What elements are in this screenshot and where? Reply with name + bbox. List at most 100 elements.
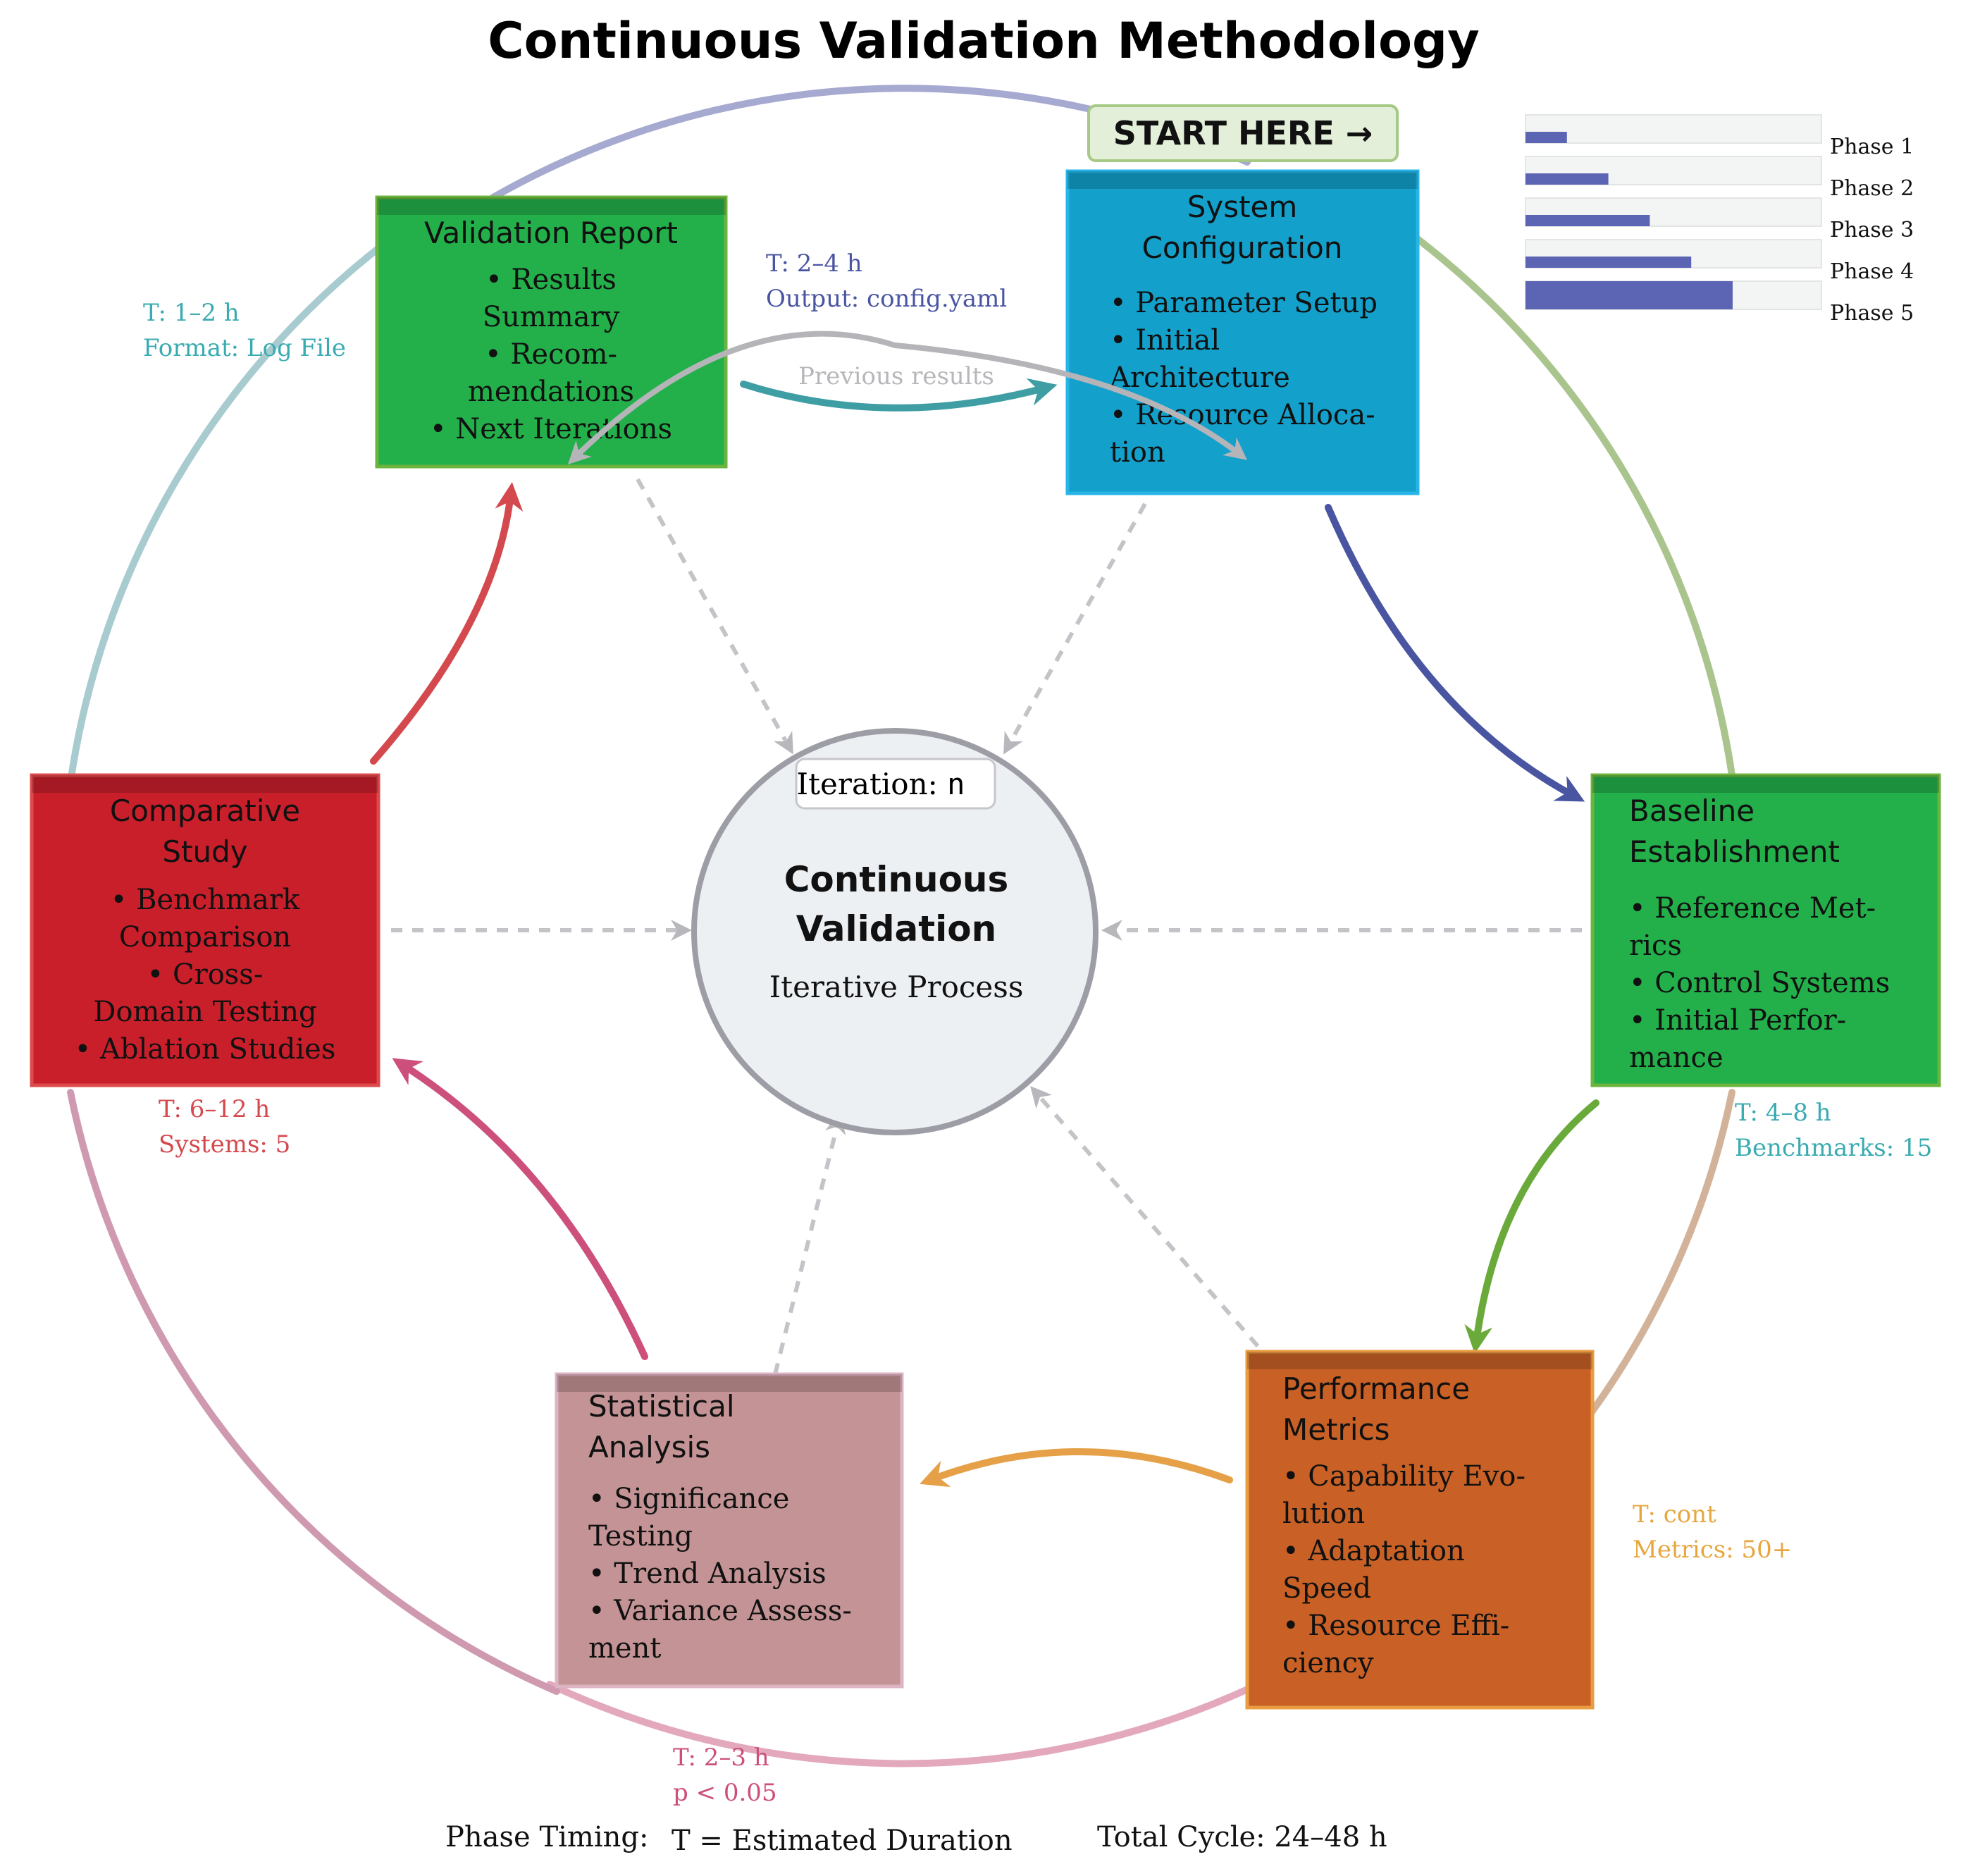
- stats-bullet-line: Testing: [588, 1520, 693, 1553]
- center-connectors: [391, 478, 1582, 1375]
- comparative-meta: T: 6–12 h Systems: 5: [159, 1095, 290, 1159]
- config-bullet-line: • Parameter Setup: [1110, 287, 1378, 319]
- ring-arc-right-lower: [1588, 1089, 1735, 1417]
- stats-meta: T: 2–3 h p < 0.05: [673, 1744, 777, 1807]
- start-here-label: START HERE →: [1113, 114, 1373, 152]
- config-bullet-line: tion: [1110, 436, 1165, 469]
- metrics-bullet-line: • Capability Evo-: [1282, 1460, 1525, 1493]
- comparative-bullet-line: • Benchmark: [111, 884, 300, 916]
- metrics-bullet-line: • Adaptation: [1282, 1535, 1465, 1567]
- report-bullet-line: • Results: [485, 264, 617, 296]
- progress-bar-fill: [1525, 215, 1650, 226]
- metrics-bullet-line: lution: [1282, 1498, 1365, 1530]
- comparative-bullet-line: Domain Testing: [93, 996, 316, 1028]
- comparative-title-line: Comparative: [110, 794, 300, 828]
- center-node[interactable]: Iteration: n Continuous Validation Itera…: [691, 728, 1099, 1135]
- baseline-bullet-line: • Control Systems: [1629, 967, 1890, 999]
- progress-label: Phase 2: [1830, 176, 1914, 201]
- progress-label: Phase 5: [1830, 301, 1914, 326]
- connector-metrics-to-center: [1030, 1085, 1260, 1347]
- phase-baseline-bullets: • Reference Met-rics• Control Systems• I…: [1629, 892, 1890, 1074]
- progress-bar-fill: [1525, 257, 1692, 268]
- config-title-line: System: [1187, 190, 1298, 224]
- phase-report-title: Validation Report: [424, 216, 678, 250]
- progress-label: Phase 4: [1830, 259, 1914, 284]
- iteration-badge: [795, 758, 996, 810]
- iteration-label: Iteration: n: [797, 767, 965, 801]
- ring-arc-bottom-left: [67, 1089, 560, 1695]
- ring-arc-left: [67, 243, 384, 786]
- comparative-bullet-line: Comparison: [119, 921, 291, 954]
- connector-stats-to-center: [773, 1112, 846, 1375]
- report-title-line: Validation Report: [424, 216, 678, 250]
- baseline-bullet-line: mance: [1629, 1042, 1723, 1074]
- metrics-title-line: Performance: [1282, 1371, 1470, 1406]
- metrics-bullet-line: ciency: [1282, 1647, 1374, 1679]
- phase-meta-labels: T: 2–4 h Output: config.yaml T: 1–2 h Fo…: [143, 249, 1932, 1807]
- diagram-title: Continuous Validation Methodology: [488, 12, 1480, 70]
- report-bullet-line: • Next Iterations: [430, 413, 672, 445]
- baseline-bullet-line: rics: [1629, 930, 1682, 962]
- baseline-bullet-line: • Reference Met-: [1629, 892, 1876, 925]
- progress-bar-fill: [1525, 132, 1567, 143]
- arrow-report-to-config: [740, 378, 1058, 412]
- stats-bullet-line: • Variance Assess-: [588, 1595, 852, 1627]
- baseline-meta: T: 4–8 h Benchmarks: 15: [1735, 1099, 1932, 1162]
- stats-bullet-line: ment: [588, 1632, 661, 1665]
- start-here-badge[interactable]: START HERE →: [1087, 104, 1399, 162]
- center-title-line1: Continuous: [784, 859, 1009, 900]
- ring-arc-top-right: [1406, 229, 1735, 779]
- feedback-arrow: [567, 331, 1248, 464]
- stats-bullet-line: • Significance: [588, 1483, 789, 1515]
- metrics-bullet-line: • Resource Effi-: [1282, 1610, 1509, 1642]
- report-bullet-line: mendations: [468, 376, 634, 408]
- comparative-title-line: Study: [162, 834, 247, 869]
- cycle-arrows: [370, 378, 1599, 1488]
- center-subtitle: Iterative Process: [769, 970, 1024, 1004]
- config-bullet-line: • Initial: [1110, 324, 1220, 357]
- center-title-line2: Validation: [796, 908, 997, 949]
- baseline-title-line: Establishment: [1629, 834, 1840, 869]
- footer-timing-value: T = Estimated Duration: [672, 1825, 1013, 1857]
- progress-track: [1525, 114, 1822, 144]
- metrics-bullet-line: Speed: [1282, 1572, 1371, 1605]
- progress-label: Phase 1: [1830, 135, 1914, 159]
- metrics-meta: T: cont Metrics: 50+: [1633, 1500, 1792, 1564]
- arrow-metrics-to-stats: [920, 1448, 1233, 1488]
- metrics-title-line: Metrics: [1282, 1412, 1390, 1447]
- ring-arc-bottom: [546, 1681, 1254, 1767]
- report-bullet-line: • Recom-: [485, 338, 617, 371]
- config-bullet-line: Architecture: [1109, 362, 1290, 394]
- comparative-bullet-line: • Ablation Studies: [75, 1033, 336, 1066]
- report-meta: T: 1–2 h Format: Log File: [143, 299, 346, 362]
- baseline-title-line: Baseline: [1629, 794, 1755, 828]
- comparative-bullet-line: • Cross-: [147, 958, 264, 991]
- config-title-line: Configuration: [1142, 230, 1343, 265]
- report-bullet-line: Summary: [483, 301, 620, 333]
- feedback-label: Previous results: [798, 362, 994, 390]
- stats-title-line: Analysis: [588, 1430, 710, 1464]
- footer: Phase Timing: T = Estimated Duration Tot…: [445, 1821, 1387, 1857]
- arrow-comparative-to-report: [370, 482, 524, 765]
- config-meta: T: 2–4 h Output: config.yaml: [766, 249, 1007, 313]
- stats-title-line: Statistical: [588, 1389, 735, 1424]
- phase-metrics-bullets: • Capability Evo-lution • AdaptationSpeed…: [1282, 1460, 1525, 1679]
- arrow-baseline-to-metrics: [1464, 1099, 1599, 1354]
- stats-bullet-line: • Trend Analysis: [588, 1557, 827, 1590]
- arrow-config-to-baseline: [1325, 504, 1585, 802]
- progress-bar-fill: [1525, 173, 1609, 185]
